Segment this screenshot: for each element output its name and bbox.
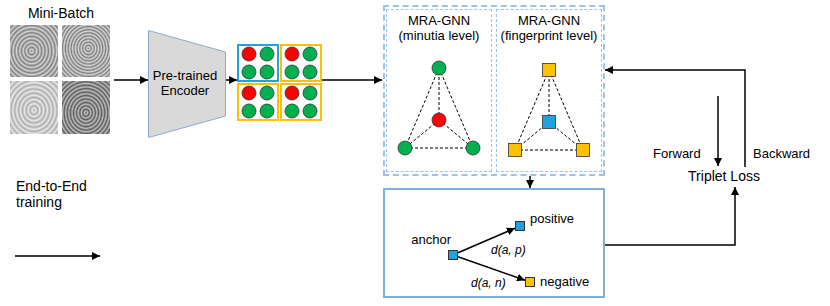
minutia-graph [398,61,480,155]
text-line: (minutia level) [399,29,480,44]
arrow-label: Forward [652,147,702,162]
gnn-level-box: MRA-GNN (minutia level) [386,9,492,172]
image-batch: Mini-Batch [8,4,114,138]
node-text: MRA-GNN (minutia level) [399,14,480,44]
forward-arrow [717,96,719,166]
text-line: (fingerprint level) [501,29,598,44]
text-line: MRA-GNN [501,14,598,29]
positive-square: positive [515,221,525,231]
edge-label: d(a, p) [490,244,527,258]
flow-arrow [226,79,237,81]
connector-arrow [605,70,745,167]
node-text: Mini-Batch [28,5,94,21]
node-text: negative [540,275,589,290]
connector-arrow [114,79,148,81]
fingerprint-graph [509,64,590,157]
anchor-square: anchor [448,250,458,260]
edge-label: d(a, n) [470,277,507,291]
node-text: Triplet Loss [688,168,760,184]
node-text: MRA-GNN (fingerprint level) [501,14,598,44]
loss-box: Triplet Loss [678,167,770,187]
training-arrow [15,255,100,257]
feature-grid [238,45,321,120]
gnn-group-box: MRA-GNN (minutia level)MRA-GNN (fingerpr… [383,5,605,176]
fingerprint-images [10,25,110,134]
trapezoid-outline [149,31,226,138]
node-text: anchor [411,233,451,248]
edge-label: Backward [752,147,811,162]
training-label: End-to-End training [15,178,117,210]
encoder-trapezoid: Pre-trained Encoder [148,30,226,138]
gnn-level-box: MRA-GNN (fingerprint level) [496,9,602,172]
negative-square: negative [525,277,535,287]
connector-arrow [605,187,735,245]
flow-arrow [322,79,382,81]
node-text: Pre-trained Encoder [149,69,221,99]
text-line: MRA-GNN [399,14,480,29]
node-text: positive [530,212,574,227]
connector-arrow [529,176,531,188]
